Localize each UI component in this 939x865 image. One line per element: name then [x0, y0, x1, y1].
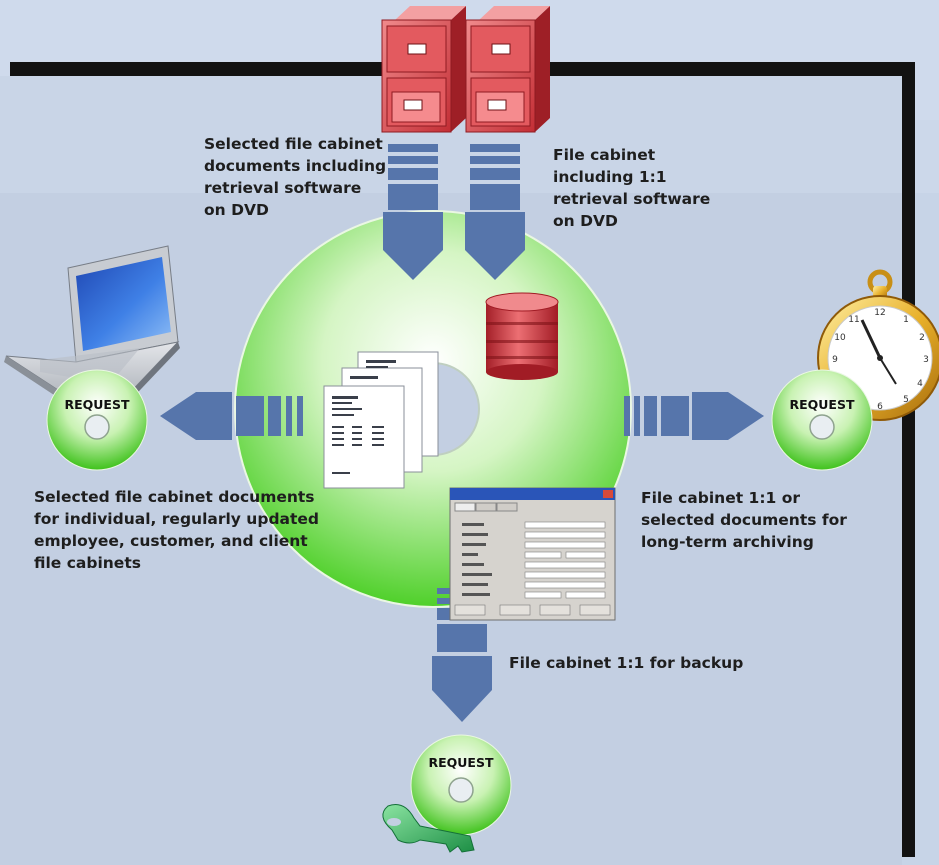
request-disc-bottom [410, 734, 512, 836]
label-line: Selected file cabinet [204, 135, 383, 153]
arrow-left [160, 392, 303, 440]
label-line: File cabinet [553, 146, 656, 164]
label-line: file cabinets [34, 554, 141, 572]
label-bottom: File cabinet 1:1 for backup [509, 652, 743, 674]
svg-text:1: 1 [903, 315, 909, 325]
svg-text:6: 6 [877, 402, 883, 412]
label-line: retrieval software [204, 179, 362, 197]
documents-icon [323, 351, 439, 489]
label-line: documents including [204, 157, 387, 175]
svg-text:2: 2 [919, 333, 925, 343]
label-line: selected documents for [641, 511, 847, 529]
svg-text:9: 9 [832, 355, 838, 365]
svg-text:5: 5 [903, 395, 909, 405]
svg-text:10: 10 [834, 333, 846, 343]
request-label-right: REQUEST [789, 397, 855, 412]
label-line: retrieval software [553, 190, 711, 208]
label-right: File cabinet 1:1 or selected documents f… [641, 487, 847, 553]
file-cabinet-icon [381, 6, 550, 133]
request-disc-left [46, 369, 148, 471]
request-label-left: REQUEST [64, 397, 130, 412]
label-line: including 1:1 [553, 168, 667, 186]
label-left: Selected file cabinet documents for indi… [34, 486, 319, 574]
svg-text:3: 3 [923, 355, 929, 365]
label-line: long-term archiving [641, 533, 814, 551]
label-line: on DVD [553, 212, 618, 230]
svg-text:12: 12 [874, 308, 885, 318]
svg-text:4: 4 [917, 379, 923, 389]
label-line: for individual, regularly updated [34, 510, 320, 528]
request-disc-right [771, 369, 873, 471]
label-line: employee, customer, and client [34, 532, 308, 550]
label-line: File cabinet 1:1 for backup [509, 654, 744, 672]
main-panel [0, 62, 915, 865]
database-icon [485, 292, 559, 380]
arrow-top-left [383, 144, 443, 280]
label-top-right: File cabinet including 1:1 retrieval sof… [553, 144, 710, 232]
label-top-left: Selected file cabinet documents includin… [204, 133, 386, 221]
arrow-top-right [465, 144, 525, 280]
arrow-right [624, 392, 764, 440]
svg-text:11: 11 [848, 315, 859, 325]
label-line: File cabinet 1:1 or [641, 489, 800, 507]
request-label-bottom: REQUEST [428, 755, 494, 770]
label-line: on DVD [204, 201, 269, 219]
search-dialog-icon [449, 487, 616, 621]
key-icon [382, 804, 475, 853]
label-line: Selected file cabinet documents [34, 488, 315, 506]
